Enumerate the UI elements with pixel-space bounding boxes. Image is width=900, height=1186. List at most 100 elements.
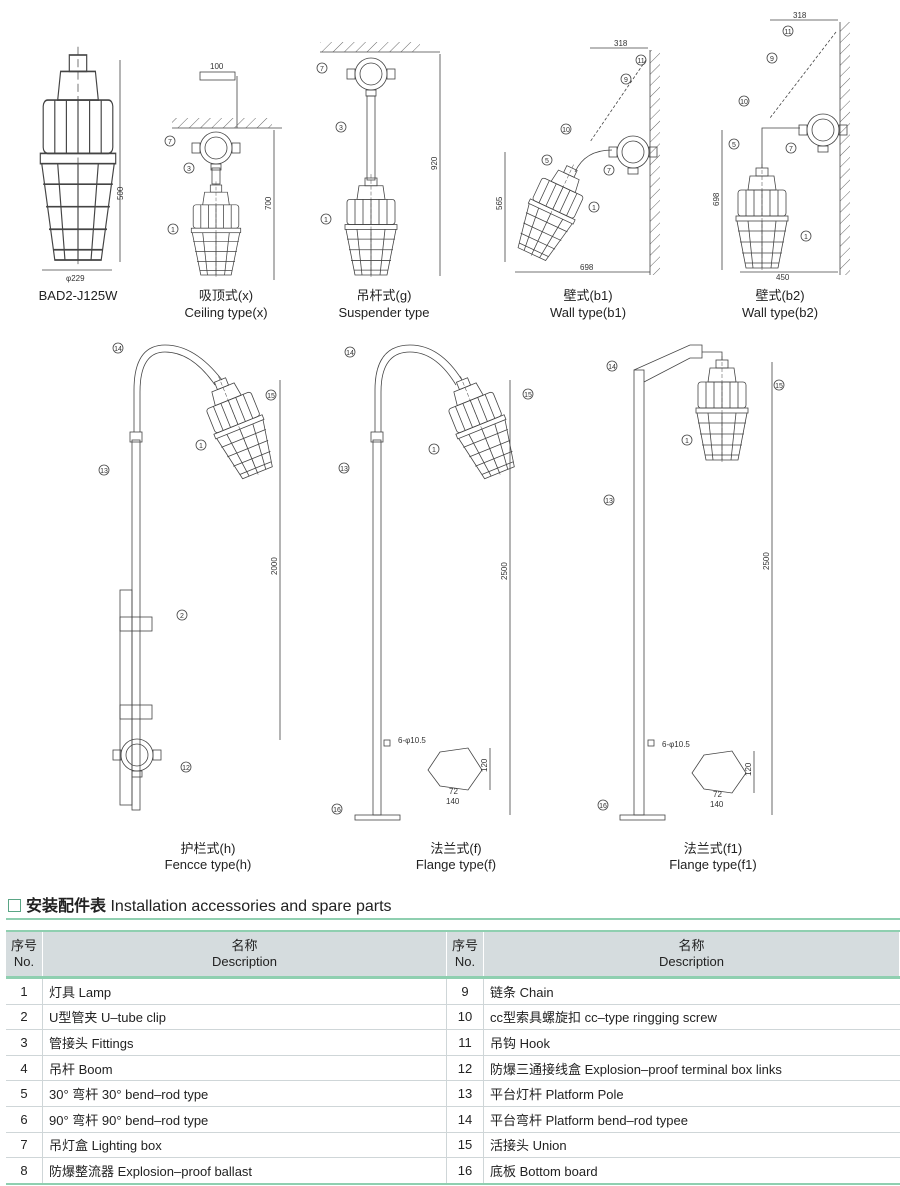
dim-c: 140 — [446, 797, 460, 806]
cell-desc: 底板 Bottom board — [483, 1157, 900, 1185]
caption-ceiling-en: Ceiling type(x) — [184, 305, 267, 320]
cell-no: 13 — [446, 1080, 484, 1107]
dim-top: 318 — [793, 11, 807, 20]
callout: 1 — [432, 447, 436, 454]
square-bullet-icon — [8, 899, 21, 912]
callout: 9 — [770, 56, 774, 63]
dim-b: 72 — [449, 787, 458, 796]
callout: 11 — [637, 58, 644, 65]
callout: 11 — [784, 29, 791, 36]
drawing-suspender-type: 920 7 3 1 吊杆式(g) Suspender type — [316, 42, 441, 320]
cell-no: 15 — [446, 1132, 484, 1159]
callout: 14 — [346, 350, 354, 357]
cell-desc: 链条 Chain — [483, 977, 900, 1005]
drawing-flange-type-f: 6-φ10.5 120 72 140 2500 14 15 1 13 16 法兰… — [331, 344, 534, 872]
dim-height: 2500 — [500, 562, 509, 580]
cell-desc: 30° 弯杆 30° bend–rod type — [42, 1080, 447, 1107]
callout: 1 — [685, 438, 689, 445]
cell-desc: 灯具 Lamp — [42, 977, 447, 1005]
drawing-wall-type-b2: 318 698 450 11 9 10 5 7 1 壁式(b2) Wall ty… — [712, 11, 850, 320]
callout: 1 — [324, 217, 328, 224]
drawing-ceiling-type: 100 700 7 3 1 吸顶式(x) Ceiling type(x) — [164, 62, 282, 320]
cell-desc: 90° 弯杆 90° bend–rod type — [42, 1106, 447, 1133]
dim-height: 500 — [116, 186, 125, 200]
cell-no: 4 — [6, 1055, 43, 1082]
callout: 1 — [199, 443, 203, 450]
caption-fence-en: Fencce type(h) — [165, 857, 252, 872]
cell-desc: cc型索具螺旋扣 cc–type ringging screw — [483, 1004, 900, 1031]
cell-desc: 防爆三通接线盒 Explosion–proof terminal box lin… — [483, 1055, 900, 1082]
caption-flange-f-cn: 法兰式(f) — [430, 841, 481, 856]
cell-no: 8 — [6, 1157, 43, 1185]
cell-desc: 吊钩 Hook — [483, 1029, 900, 1056]
cell-no: 3 — [6, 1029, 43, 1056]
dim-bracket: 100 — [210, 62, 224, 71]
callout: 1 — [171, 227, 175, 234]
cell-desc: 平台灯杆 Platform Pole — [483, 1080, 900, 1107]
dim-height: 920 — [430, 156, 439, 170]
section-title: 安装配件表 Installation accessories and spare… — [8, 892, 392, 916]
cell-desc: 活接头 Union — [483, 1132, 900, 1159]
cell-no: 5 — [6, 1080, 43, 1107]
cell-desc: 防爆整流器 Explosion–proof ballast — [42, 1157, 447, 1185]
callout: 13 — [340, 466, 348, 473]
callout: 12 — [182, 765, 190, 772]
callout: 5 — [545, 158, 549, 165]
cell-no: 2 — [6, 1004, 43, 1031]
hole-spec: 6-φ10.5 — [398, 736, 426, 745]
caption-flange-f1-cn: 法兰式(f1) — [684, 841, 743, 856]
caption-suspender-en: Suspender type — [338, 305, 429, 320]
drawing-model: 500 φ229 BAD2-J125W — [39, 45, 125, 303]
hole-spec: 6-φ10.5 — [662, 740, 690, 749]
callout: 13 — [605, 498, 613, 505]
drawing-wall-type-b1: 318 565 698 11 9 10 5 7 1 壁式(b1) Wall ty… — [495, 39, 660, 320]
drawing-flange-type-f1: 6-φ10.5 120 72 140 2500 14 15 1 13 16 法兰… — [597, 344, 785, 872]
dim-top: 318 — [614, 39, 628, 48]
dim-c: 140 — [710, 800, 724, 809]
callout: 1 — [804, 234, 808, 241]
caption-suspender-cn: 吊杆式(g) — [357, 288, 412, 303]
dim-width: 698 — [580, 263, 594, 272]
dim-a: 120 — [744, 762, 753, 776]
caption-wall-b1-cn: 壁式(b1) — [563, 288, 612, 303]
caption-wall-b2-en: Wall type(b2) — [742, 305, 818, 320]
callout: 15 — [267, 393, 275, 400]
cell-desc: 吊灯盒 Lighting box — [42, 1132, 447, 1159]
caption-flange-f-en: Flange type(f) — [416, 857, 496, 872]
dim-height: 700 — [264, 196, 273, 210]
cell-no: 10 — [446, 1004, 484, 1031]
callout: 15 — [775, 383, 783, 390]
callout: 10 — [562, 127, 570, 134]
cell-desc: 吊杆 Boom — [42, 1055, 447, 1082]
callout: 2 — [180, 613, 184, 620]
cell-no: 14 — [446, 1106, 484, 1133]
drawing-fence-type: 2000 14 15 1 13 2 12 护栏式(h) Fencce type(… — [98, 342, 284, 872]
cell-no: 16 — [446, 1157, 484, 1185]
dim-b: 72 — [713, 790, 722, 799]
cell-no: 11 — [446, 1029, 484, 1056]
cell-no: 7 — [6, 1132, 43, 1159]
callout: 10 — [740, 99, 748, 106]
callout: 15 — [524, 392, 532, 399]
caption-flange-f1-en: Flange type(f1) — [669, 857, 756, 872]
cell-desc: 管接头 Fittings — [42, 1029, 447, 1056]
caption-model: BAD2-J125W — [39, 288, 118, 303]
cell-desc: U型管夹 U–tube clip — [42, 1004, 447, 1031]
caption-wall-b2-cn: 壁式(b2) — [755, 288, 804, 303]
divider — [6, 918, 900, 920]
caption-wall-b1-en: Wall type(b1) — [550, 305, 626, 320]
cell-no: 1 — [6, 977, 43, 1005]
caption-ceiling-cn: 吸顶式(x) — [199, 288, 253, 303]
callout: 7 — [607, 168, 611, 175]
